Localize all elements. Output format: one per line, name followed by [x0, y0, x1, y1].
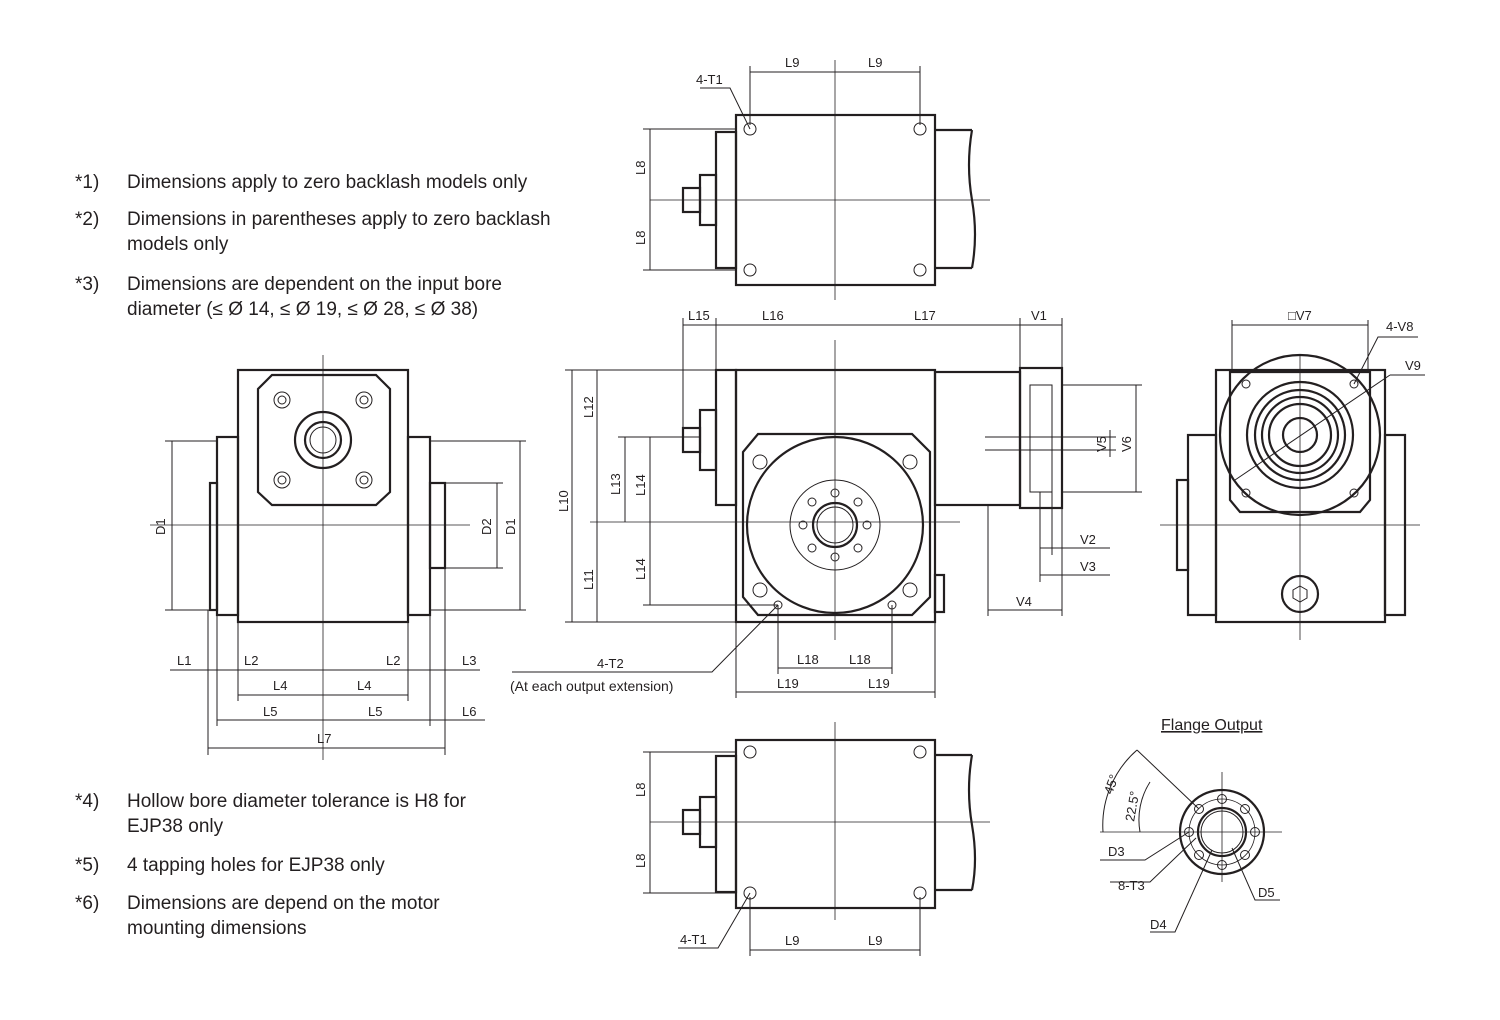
dim-L4: L4	[357, 678, 371, 693]
dim-L15: L15	[688, 308, 710, 323]
dim-L19: L19	[777, 676, 799, 691]
flange-output-title: Flange Output	[1161, 717, 1263, 734]
dim-V7: □V7	[1288, 308, 1312, 323]
dim-L9: L9	[785, 933, 799, 948]
dim-L5: L5	[263, 704, 277, 719]
dim-L2: L2	[244, 653, 258, 668]
dim-D3: D3	[1108, 844, 1125, 859]
dim-L8: L8	[633, 783, 648, 797]
dim-L8: L8	[633, 231, 648, 245]
dim-L12: L12	[581, 396, 596, 418]
dim-L14: L14	[633, 474, 648, 496]
dim-8-T3: 8-T3	[1118, 878, 1145, 893]
dim-L14: L14	[633, 558, 648, 580]
dim-L9: L9	[785, 55, 799, 70]
angle-45: 45°	[1101, 772, 1122, 796]
dim-L18: L18	[849, 652, 871, 667]
dim-V5: V5	[1094, 436, 1109, 452]
dim-4-T1: 4-T1	[696, 72, 723, 87]
dim-4-T2: 4-T2	[597, 656, 624, 671]
dim-V9: V9	[1405, 358, 1421, 373]
dim-L6: L6	[462, 704, 476, 719]
side-view: D1 D2 D1 L1 L2 L2 L3 L4 L4 L5 L5 L6 L7	[150, 355, 526, 760]
dim-D5: D5	[1258, 885, 1275, 900]
angle-22-5: 22.5°	[1122, 790, 1142, 823]
dim-4-T2-note: (At each output extension)	[510, 678, 673, 694]
dim-L2: L2	[386, 653, 400, 668]
dim-L8: L8	[633, 161, 648, 175]
dim-L19: L19	[868, 676, 890, 691]
flange-output-detail: Flange Output 45° 22.5° D3 8-T3 D4 D5	[1100, 717, 1282, 933]
dim-L7: L7	[317, 731, 331, 746]
bottom-view: L9 L9 4-T1 L8 L8	[633, 722, 990, 956]
note-text: Hollow bore diameter tolerance is H8 for…	[127, 791, 466, 837]
dim-V3: V3	[1080, 559, 1096, 574]
note-text: Dimensions are dependent on the input bo…	[127, 274, 502, 320]
dim-L16: L16	[762, 308, 784, 323]
dim-D4: D4	[1150, 917, 1167, 932]
note-id: *4)	[75, 791, 100, 812]
note-id: *6)	[75, 893, 100, 914]
dim-L8: L8	[633, 854, 648, 868]
note-text: Dimensions in parentheses apply to zero …	[127, 209, 551, 255]
note-text: 4 tapping holes for EJP38 only	[127, 855, 385, 876]
dim-L13: L13	[608, 473, 623, 495]
note-id: *1)	[75, 172, 100, 193]
dim-D1: D1	[153, 518, 168, 535]
dim-L1: L1	[177, 653, 191, 668]
note-id: *2)	[75, 209, 100, 230]
dim-L5: L5	[368, 704, 382, 719]
dim-L11: L11	[581, 569, 596, 590]
dim-L9: L9	[868, 55, 882, 70]
note-id: *3)	[75, 274, 100, 295]
dim-V6: V6	[1119, 436, 1134, 452]
dim-4-V8: 4-V8	[1386, 319, 1413, 334]
dim-L3: L3	[462, 653, 476, 668]
dim-L18: L18	[797, 652, 819, 667]
front-view: L15 L16 L17 V1 L10 L12 L11 L13 L14 L14 V…	[510, 308, 1142, 698]
dim-L10: L10	[556, 490, 571, 512]
dim-D2: D2	[479, 518, 494, 535]
note-text: Dimensions apply to zero backlash models…	[127, 172, 528, 193]
dim-L17: L17	[914, 308, 936, 323]
note-id: *5)	[75, 855, 100, 876]
dim-L4: L4	[273, 678, 287, 693]
dim-V2: V2	[1080, 532, 1096, 547]
dim-4-T1: 4-T1	[680, 932, 707, 947]
dim-D1: D1	[503, 518, 518, 535]
note-text: Dimensions are depend on the motor mount…	[127, 893, 440, 939]
dim-L9: L9	[868, 933, 882, 948]
motor-side-view: □V7 4-V8 V9	[1160, 308, 1425, 640]
dim-V1: V1	[1031, 308, 1047, 323]
top-view: L9 L9 4-T1 L8 L8	[633, 55, 990, 300]
dim-V4: V4	[1016, 594, 1032, 609]
